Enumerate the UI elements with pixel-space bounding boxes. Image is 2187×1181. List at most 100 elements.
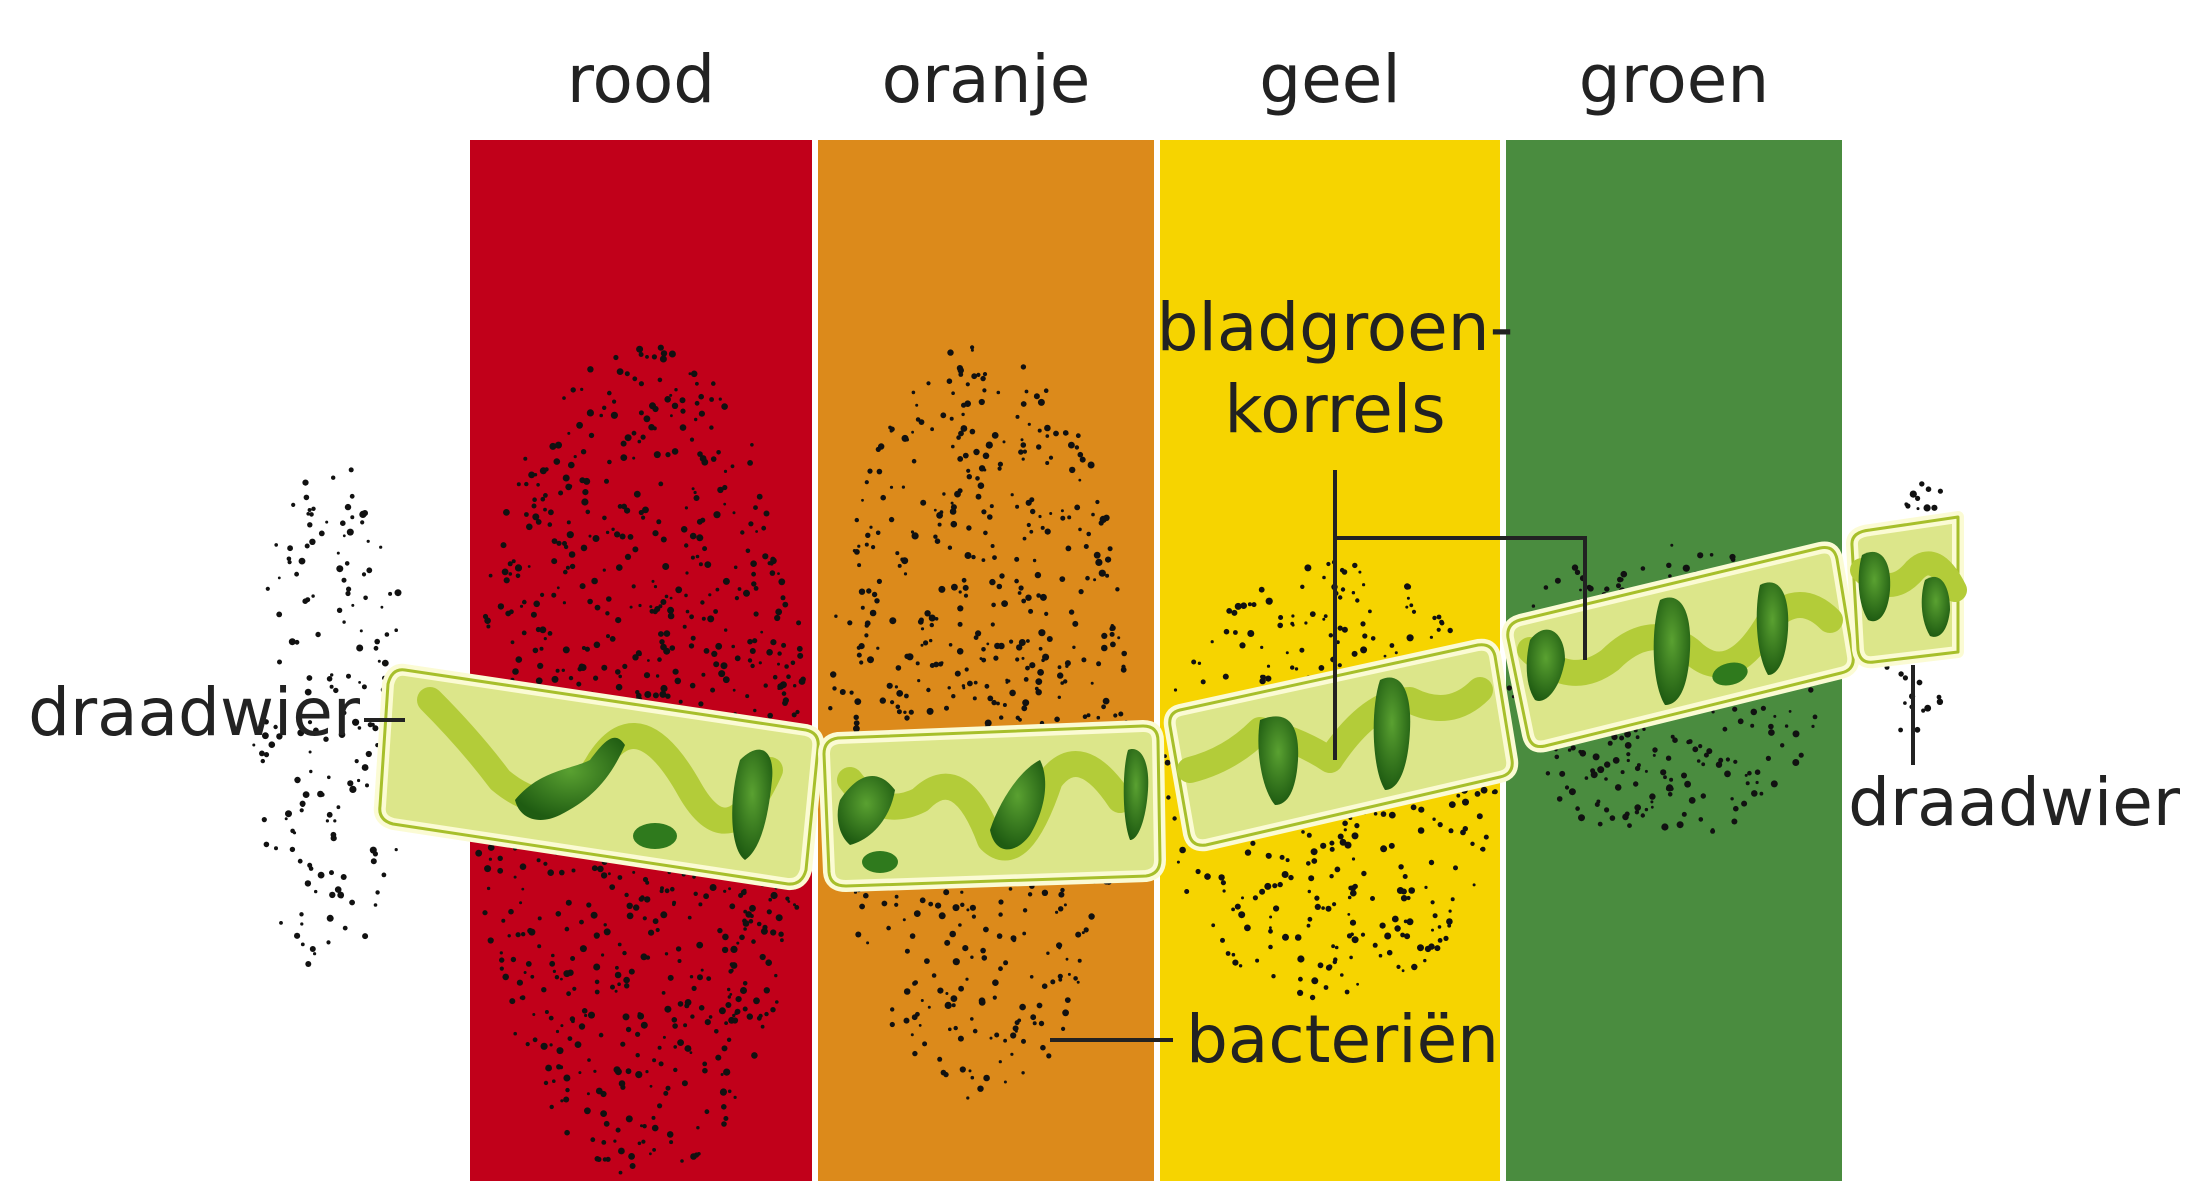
bacterium-dot bbox=[912, 1051, 917, 1056]
bacterium-dot bbox=[1379, 954, 1383, 958]
bacterium-dot bbox=[987, 514, 993, 520]
bacterium-dot bbox=[362, 572, 366, 576]
bacterium-dot bbox=[991, 622, 995, 626]
bacterium-dot bbox=[500, 967, 504, 971]
bacterium-dot bbox=[796, 620, 801, 625]
bacterium-dot bbox=[638, 1142, 642, 1146]
bacterium-dot bbox=[366, 751, 372, 757]
bacterium-dot bbox=[337, 552, 340, 555]
bacterium-dot bbox=[1103, 698, 1110, 705]
bacterium-dot bbox=[902, 486, 905, 489]
bacterium-dot bbox=[533, 1037, 538, 1042]
bacterium-dot bbox=[1038, 515, 1041, 518]
bacterium-dot bbox=[531, 612, 537, 618]
bacterium-dot bbox=[939, 912, 946, 919]
bacterium-dot bbox=[307, 522, 312, 527]
bacterium-dot bbox=[1555, 755, 1560, 760]
bacterium-dot bbox=[516, 574, 521, 579]
bacterium-dot bbox=[1937, 699, 1943, 705]
bacterium-dot bbox=[1101, 645, 1108, 652]
bacterium-dot bbox=[1608, 741, 1613, 746]
bacterium-dot bbox=[783, 697, 789, 703]
bacterium-dot bbox=[716, 588, 720, 592]
bacterium-dot bbox=[959, 590, 962, 593]
bacterium-dot bbox=[639, 410, 644, 415]
bacterium-dot bbox=[1652, 747, 1657, 752]
bacterium-dot bbox=[395, 589, 402, 596]
bacterium-dot bbox=[728, 887, 731, 890]
bacterium-dot bbox=[1571, 745, 1576, 750]
bacterium-dot bbox=[508, 909, 514, 915]
bacterium-dot bbox=[665, 888, 670, 893]
bacterium-dot bbox=[362, 510, 368, 516]
bacterium-dot bbox=[545, 1065, 552, 1072]
bacterium-dot bbox=[685, 1046, 690, 1051]
bacterium-dot bbox=[1074, 505, 1080, 511]
bacterium-dot bbox=[601, 872, 607, 878]
chloroplast-label-line2: korrels bbox=[1224, 371, 1445, 448]
bacterium-dot bbox=[594, 932, 600, 938]
bacterium-dot bbox=[748, 521, 753, 526]
bacterium-dot bbox=[782, 691, 787, 696]
bacterium-dot bbox=[644, 691, 651, 698]
bacterium-dot bbox=[1431, 929, 1434, 932]
bacterium-dot bbox=[1003, 703, 1007, 707]
bacterium-dot bbox=[365, 783, 369, 787]
bacterium-dot bbox=[1557, 796, 1563, 802]
bacterium-dot bbox=[767, 909, 772, 914]
bacterium-dot bbox=[1016, 415, 1020, 419]
bacterium-dot bbox=[757, 494, 763, 500]
bacterium-dot bbox=[569, 676, 573, 680]
bacterium-dot bbox=[394, 628, 398, 632]
bacterium-dot bbox=[351, 604, 354, 607]
bacterium-dot bbox=[1318, 962, 1324, 968]
bacterium-dot bbox=[644, 896, 650, 902]
bacterium-dot bbox=[623, 977, 630, 984]
bacterium-dot bbox=[385, 632, 390, 637]
bacterium-dot bbox=[556, 911, 562, 917]
bacterium-dot bbox=[548, 522, 553, 527]
bacterium-dot bbox=[635, 1071, 642, 1078]
bacterium-dot bbox=[515, 564, 522, 571]
bacterium-dot bbox=[543, 508, 547, 512]
bacterium-dot bbox=[1904, 502, 1908, 506]
bacterium-dot bbox=[498, 856, 503, 861]
bacterium-dot bbox=[1069, 467, 1075, 473]
bacterium-dot bbox=[768, 898, 772, 902]
bacterium-dot bbox=[869, 526, 872, 529]
bacterium-dot bbox=[715, 1055, 721, 1061]
bacterium-dot bbox=[896, 690, 903, 697]
bacterium-dot bbox=[1456, 794, 1460, 798]
bacterium-dot bbox=[1039, 1021, 1044, 1026]
bacterium-dot bbox=[743, 1007, 748, 1012]
bacterium-dot bbox=[641, 516, 645, 520]
bacterium-dot bbox=[498, 603, 504, 609]
bacterium-dot bbox=[672, 448, 679, 455]
bacterium-dot bbox=[1347, 933, 1352, 938]
bacterium-dot bbox=[576, 682, 581, 687]
bacterium-dot bbox=[1166, 795, 1170, 799]
bacterium-dot bbox=[753, 505, 758, 510]
bacterium-dot bbox=[690, 533, 697, 540]
bacterium-dot bbox=[719, 1007, 726, 1014]
bacterium-dot bbox=[1268, 945, 1273, 950]
bacterium-dot bbox=[341, 874, 347, 880]
bacterium-dot bbox=[645, 1070, 648, 1073]
bacterium-dot bbox=[593, 676, 598, 681]
bacterium-dot bbox=[595, 980, 600, 985]
bacterium-dot bbox=[734, 1011, 738, 1015]
bacterium-dot bbox=[1335, 946, 1339, 950]
bacterium-dot bbox=[303, 791, 310, 798]
bacterium-dot bbox=[548, 631, 553, 636]
bacterium-dot bbox=[1438, 925, 1442, 929]
bacterium-dot bbox=[333, 819, 336, 822]
bacterium-dot bbox=[974, 681, 978, 685]
bacterium-dot bbox=[524, 512, 529, 517]
bacterium-dot bbox=[770, 1007, 775, 1012]
bacterium-dot bbox=[901, 557, 908, 564]
bacterium-dot bbox=[752, 638, 757, 643]
bacterium-dot bbox=[1024, 677, 1029, 682]
bacterium-dot bbox=[526, 524, 533, 531]
bacterium-dot bbox=[1012, 938, 1016, 942]
bacterium-dot bbox=[975, 476, 980, 481]
